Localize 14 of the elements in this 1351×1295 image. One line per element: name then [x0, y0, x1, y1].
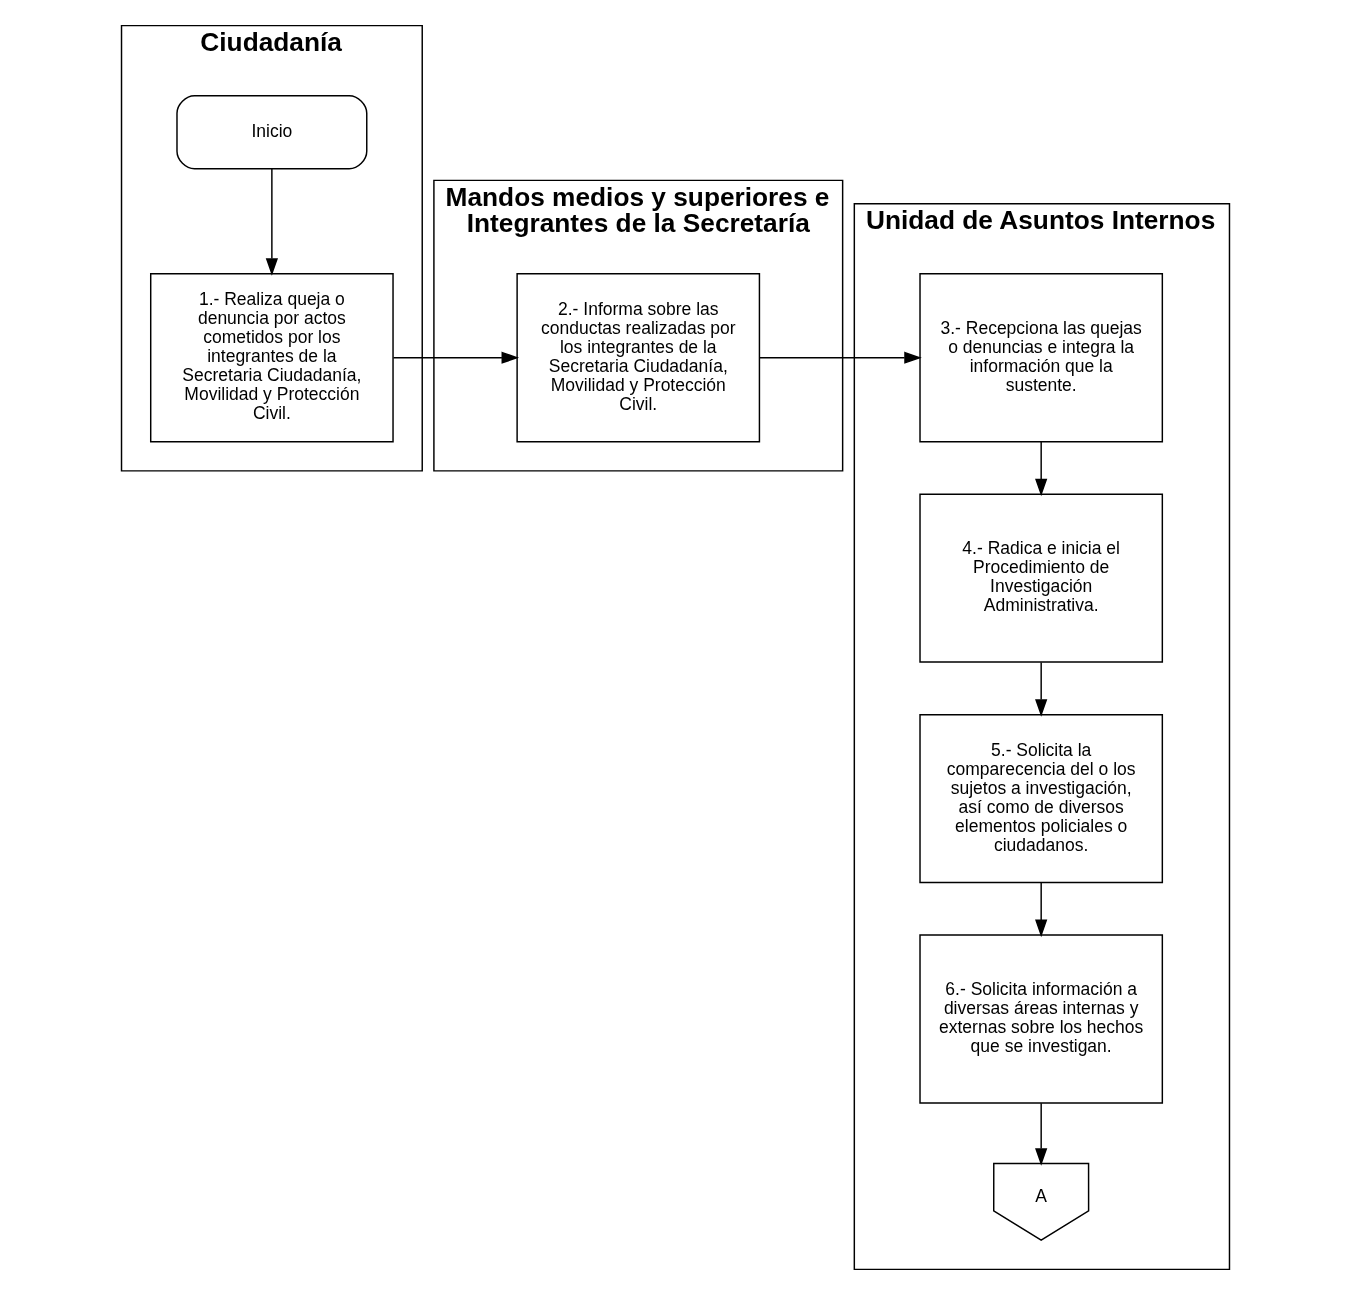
node-box: 4.- Radica e inicia el Procedimiento de Investigación Administrativa. [919, 493, 1164, 663]
node-box: 6.- Solicita información a diversas áreas internas y externas sobre los hechos que se investigan. [919, 934, 1164, 1104]
node-box: 2.- Informa sobre las conductas realizadas por los integrantes de la Secretaria Ciudadanía, Movilidad y Protección Civil. [516, 273, 761, 443]
arrow [1035, 661, 1048, 717]
node-box: 5.- Solicita la comparecencia del o los sujetos a investigación, así como de diversos elementos policiales o ciudadanos. [919, 713, 1164, 884]
arrow [392, 351, 520, 364]
arrow [1035, 882, 1048, 938]
arrow [1035, 441, 1048, 497]
arrow [265, 168, 278, 276]
arrow [1035, 1102, 1048, 1166]
node-box: Inicio [176, 94, 368, 170]
node-box: 1.- Realiza queja o denuncia por actos cometidos por los integrantes de la Secretaria Ciudadanía, Movilidad y Protección Civil. [150, 273, 394, 443]
node-box: 3.- Recepciona las quejas o denuncias e integra la información que la sustente. [919, 273, 1164, 443]
arrow [758, 351, 922, 364]
